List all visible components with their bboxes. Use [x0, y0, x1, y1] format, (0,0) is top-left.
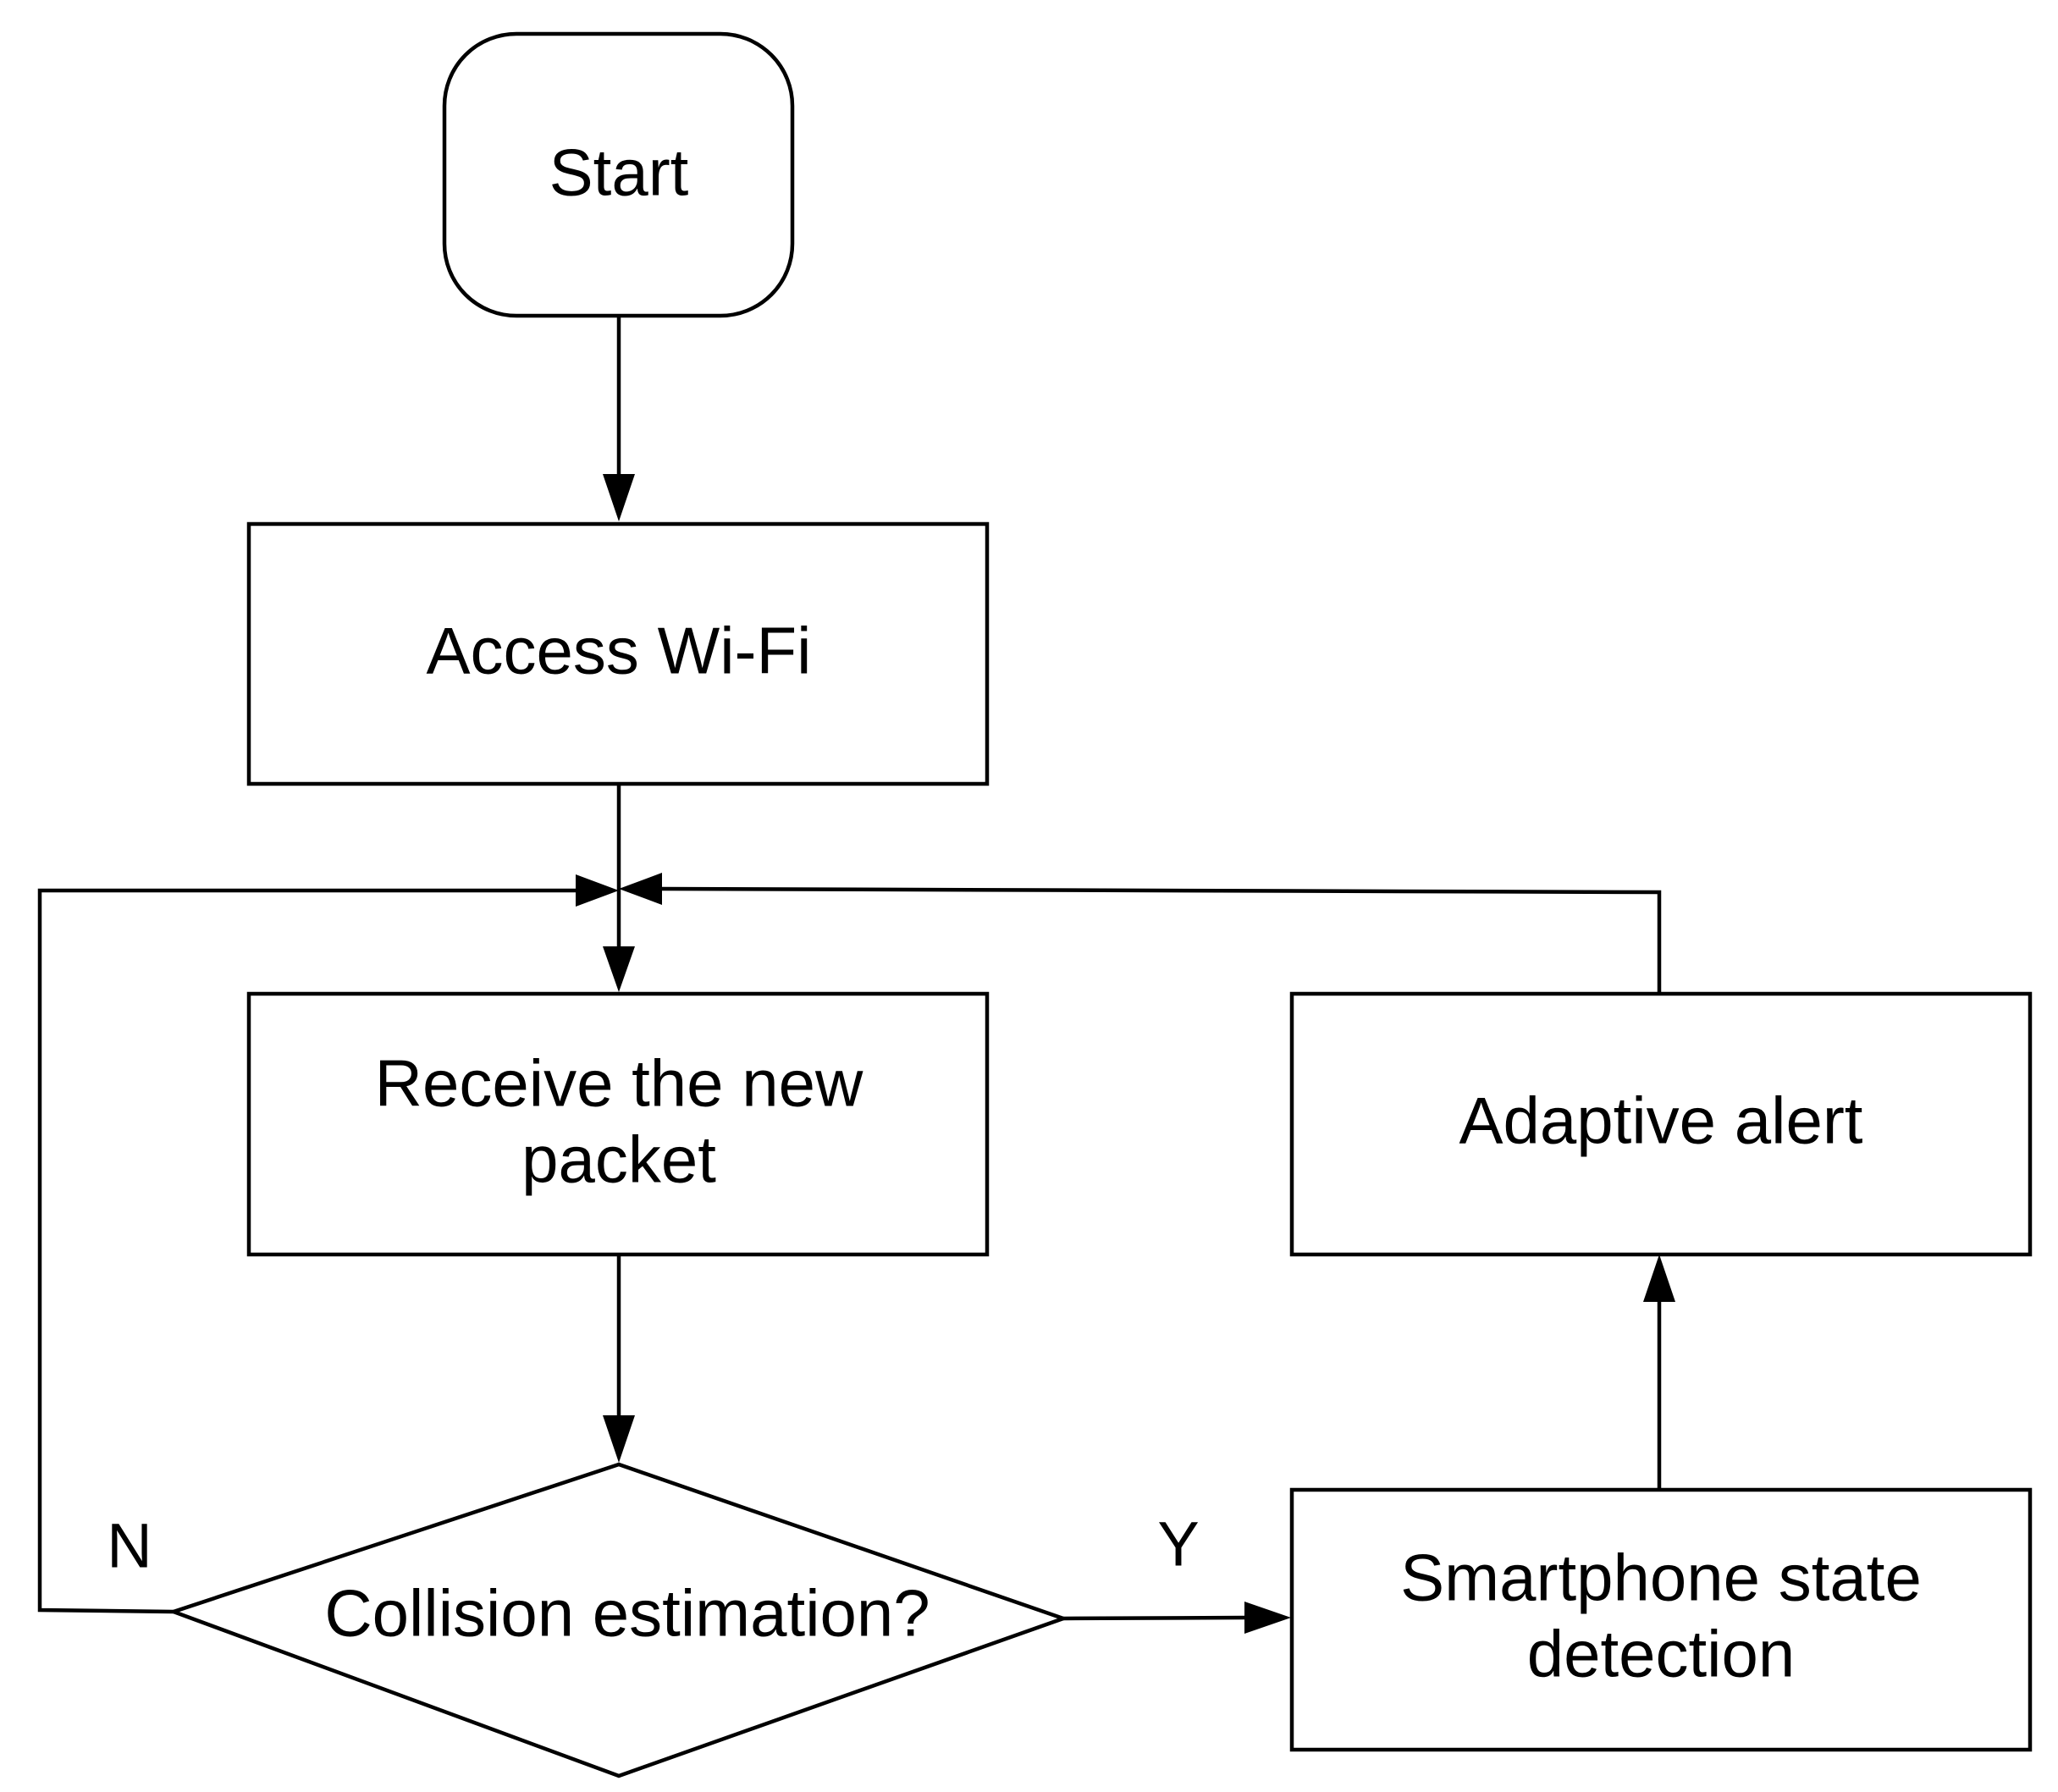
arrowhead-into-collision: [603, 1415, 635, 1463]
receive-packet-label-line-1: Receive the new: [375, 1046, 863, 1121]
edge-no-loop-back: [37, 888, 576, 1614]
arrowhead-no-loop-merge: [576, 874, 619, 907]
arrowhead-into-adaptive-alert: [1643, 1254, 1675, 1302]
smartphone-state-box: [1289, 1487, 2033, 1752]
edge-adaptive-alert-loop-back: [661, 886, 1662, 992]
access-wifi-label: Access Wi-Fi: [427, 614, 812, 688]
node-access-wifi: Access Wi-Fi: [246, 521, 990, 786]
arrowhead-into-access-wifi: [603, 474, 635, 521]
arrowhead-into-receive-packet: [603, 946, 635, 992]
smartphone-state-label-line-1: Smartphone state: [1400, 1541, 1922, 1615]
access-wifi-box: [246, 521, 990, 786]
node-start: Start: [442, 31, 795, 318]
arrowhead-alert-loop-merge: [619, 873, 662, 905]
adaptive-alert-box: [1289, 991, 2033, 1257]
smartphone-state-label-line-2: detection: [1527, 1617, 1796, 1691]
node-adaptive-alert: Adaptive alert: [1289, 991, 2033, 1257]
node-smartphone-state: Smartphone state detection: [1289, 1487, 2033, 1752]
collision-estimation-diamond: [168, 1462, 1069, 1778]
start-label: Start: [549, 135, 689, 210]
branch-label-no: N: [107, 1511, 152, 1581]
start-terminator: [442, 31, 795, 318]
collision-estimation-label: Collision estimation?: [324, 1576, 930, 1651]
node-collision-estimation: Collision estimation?: [168, 1462, 1069, 1778]
adaptive-alert-label: Adaptive alert: [1459, 1083, 1863, 1158]
branch-label-yes: Y: [1157, 1509, 1199, 1580]
node-receive-packet: Receive the new packet: [246, 991, 990, 1257]
receive-packet-label-line-2: packet: [521, 1122, 716, 1197]
receive-packet-box: [246, 991, 990, 1257]
edges: [37, 316, 1675, 1634]
arrowhead-into-smartphone-state: [1244, 1602, 1291, 1634]
